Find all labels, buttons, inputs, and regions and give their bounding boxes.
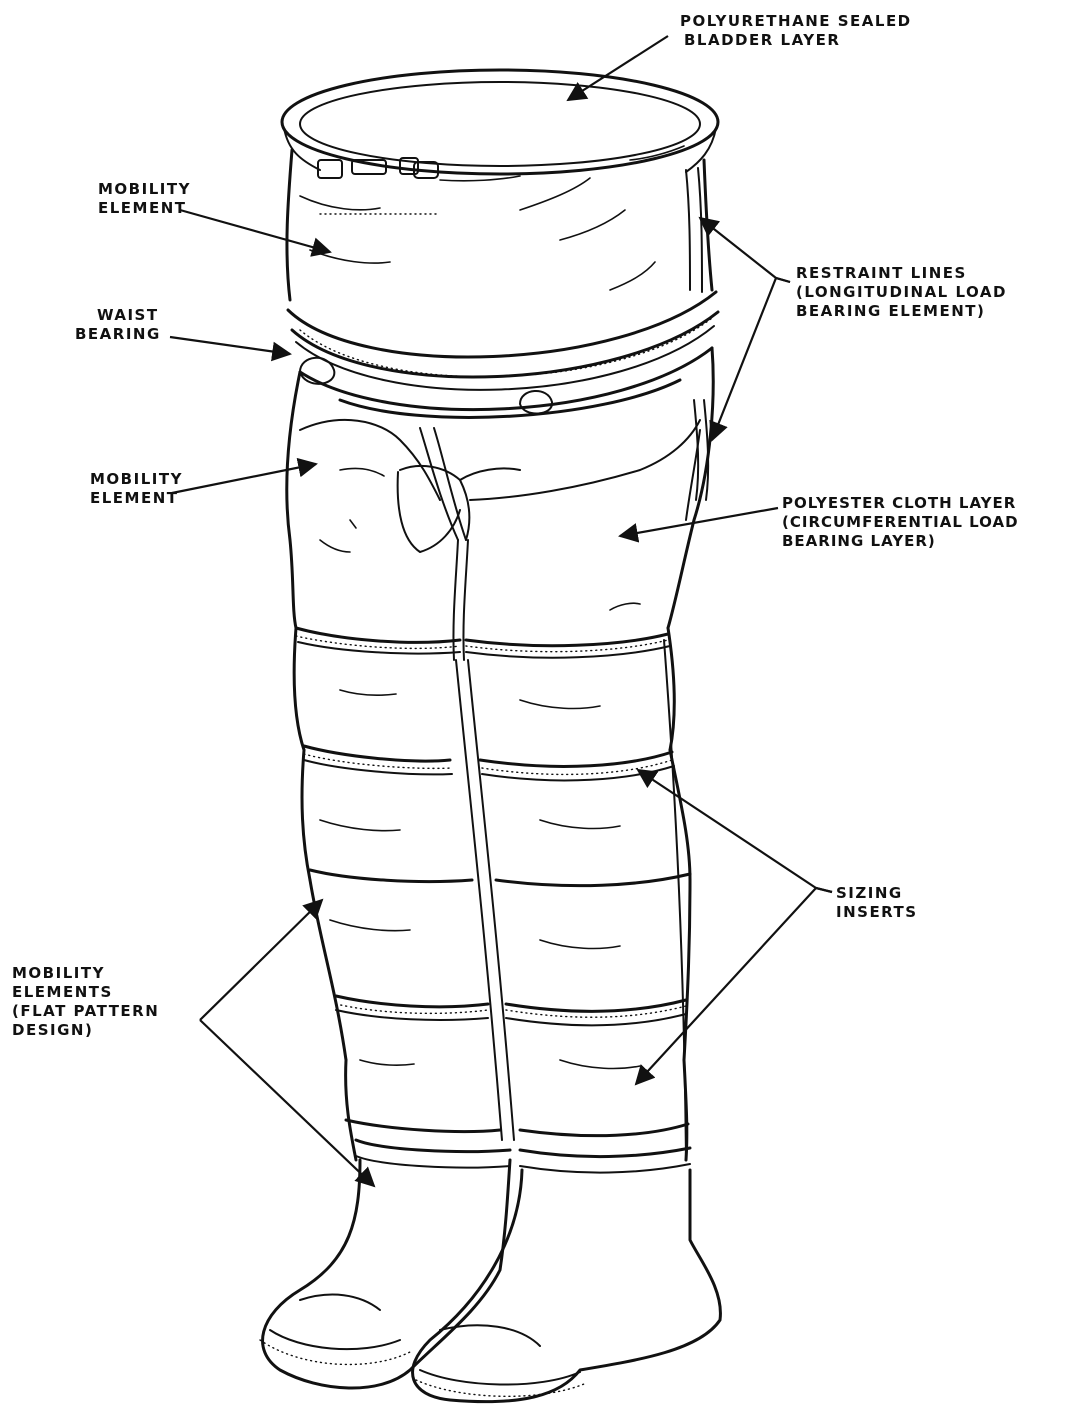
label-line: BEARING LAYER)	[782, 532, 1019, 551]
label-mobility-elements-legs: MOBILITY ELEMENTS (FLAT PATTERN DESIGN)	[12, 964, 159, 1040]
label-line: DESIGN)	[12, 1021, 159, 1040]
label-line: BEARING	[75, 325, 161, 344]
right-boot	[413, 1148, 721, 1402]
label-line: ELEMENT	[90, 489, 183, 508]
right-leg-segments	[466, 628, 690, 1160]
label-line: BLADDER LAYER	[684, 31, 912, 50]
label-line: SIZING	[836, 884, 918, 903]
leader-sizing	[636, 770, 832, 1084]
bladder-latches	[318, 158, 438, 178]
label-line: MOBILITY	[90, 470, 183, 489]
label-bladder-layer: POLYURETHANE SEALED BLADDER LAYER	[680, 12, 912, 50]
label-line: (CIRCUMFERENTIAL LOAD	[782, 513, 1019, 532]
restraint-line-upper	[686, 168, 702, 292]
leader-mobility-legs	[200, 900, 374, 1186]
leader-waist	[170, 337, 290, 354]
label-line: POLYURETHANE SEALED	[680, 12, 912, 31]
label-mobility-element-mid: MOBILITY ELEMENT	[90, 470, 183, 508]
label-polyester-cloth-layer: POLYESTER CLOTH LAYER (CIRCUMFERENTIAL L…	[782, 494, 1019, 551]
bladder-ring	[282, 70, 718, 174]
leader-polyester	[620, 508, 778, 536]
label-line: ELEMENTS	[12, 983, 159, 1002]
label-line: INSERTS	[836, 903, 918, 922]
leader-mobility-mid	[172, 464, 316, 493]
label-line: (LONGITUDINAL LOAD	[796, 283, 1007, 302]
label-line: POLYESTER CLOTH LAYER	[782, 494, 1019, 513]
left-leg-segments	[294, 628, 500, 1160]
label-waist-bearing: WAIST BEARING	[97, 306, 161, 344]
label-line: RESTRAINT LINES	[796, 264, 1007, 283]
label-mobility-element-top: MOBILITY ELEMENT	[98, 180, 191, 218]
label-line: MOBILITY	[98, 180, 191, 199]
center-restraint-line	[420, 428, 468, 660]
label-line: MOBILITY	[12, 964, 159, 983]
inner-leg-lines	[456, 640, 686, 1160]
label-line: BEARING ELEMENT)	[796, 302, 1007, 321]
bladder-body	[287, 146, 712, 300]
label-line: ELEMENT	[98, 199, 191, 218]
left-boot	[260, 1140, 510, 1388]
label-restraint-lines: RESTRAINT LINES (LONGITUDINAL LOAD BEARI…	[796, 264, 1007, 321]
label-line: (FLAT PATTERN	[12, 1002, 159, 1021]
waist-bearing-rings	[288, 292, 718, 417]
label-sizing-inserts: SIZING INSERTS	[836, 884, 918, 922]
leader-mobility-top	[180, 210, 330, 252]
label-line: WAIST	[97, 306, 161, 325]
